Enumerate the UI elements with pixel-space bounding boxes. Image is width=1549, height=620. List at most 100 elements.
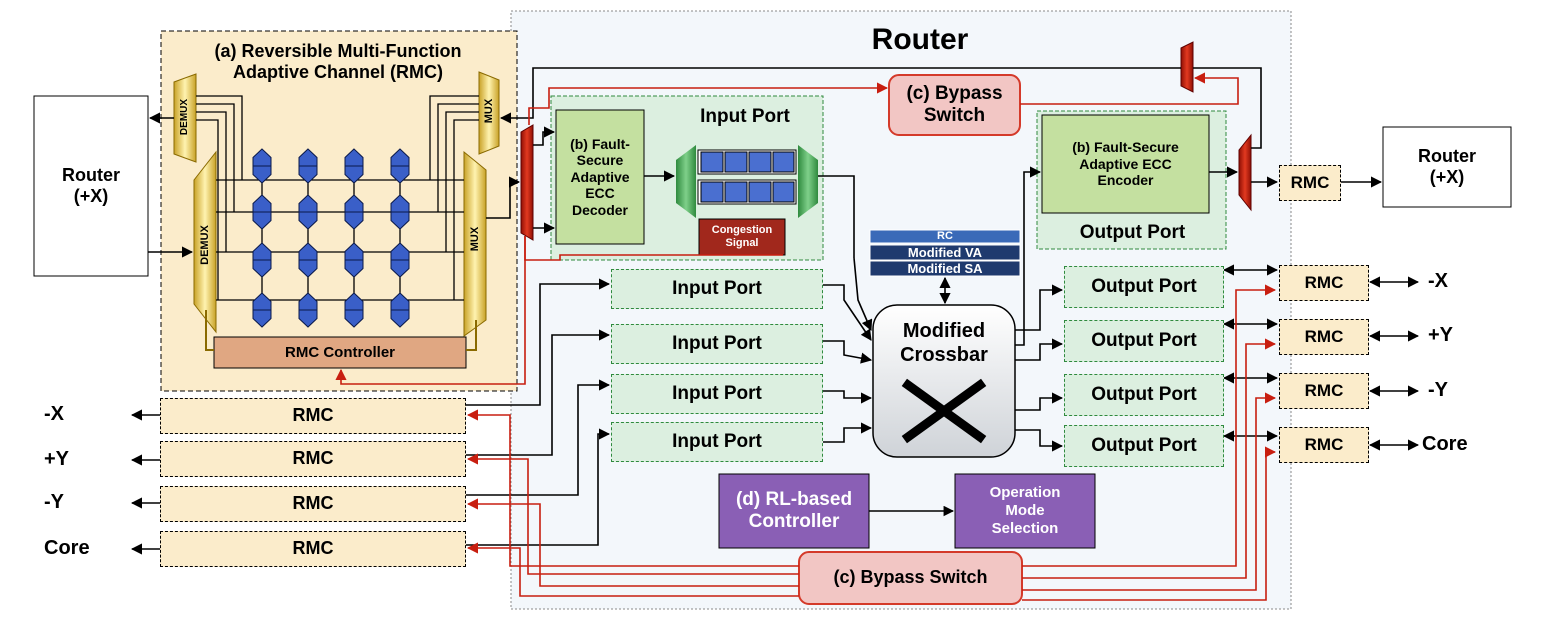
ecc-decoder-box bbox=[555, 109, 645, 245]
router-title: Router bbox=[871, 23, 969, 57]
right-link-minus-y: -Y bbox=[1428, 379, 1448, 402]
right-rmc-1: RMC bbox=[1279, 265, 1369, 301]
bottom-bypass-label: (c) Bypass Switch bbox=[833, 567, 988, 588]
output-red-mux bbox=[1238, 133, 1252, 212]
demux-large bbox=[193, 150, 217, 334]
mux-small-label: MUX bbox=[482, 98, 495, 124]
rc-label: RC bbox=[937, 230, 953, 243]
input-mux-green bbox=[798, 145, 818, 218]
output-port-2: Output Port bbox=[1064, 320, 1224, 362]
right-link-core: Core bbox=[1422, 433, 1468, 456]
controller-feedback-left bbox=[205, 310, 214, 351]
mux-large bbox=[463, 150, 487, 337]
crossbar-line1: Modified bbox=[902, 320, 986, 343]
input-port-1-label: Input Port bbox=[672, 277, 762, 299]
input-port-4-label: Input Port bbox=[672, 430, 762, 452]
rc-bar bbox=[869, 229, 1021, 244]
crossbar-box bbox=[872, 304, 1016, 458]
decoder-line2: Secure bbox=[576, 152, 624, 169]
va-bar bbox=[869, 244, 1021, 261]
right-rmc-top-label: RMC bbox=[1290, 172, 1330, 192]
right-rmc-1-label: RMC bbox=[1304, 272, 1344, 292]
black-wires bbox=[130, 67, 1420, 555]
right-link-minus-x: -X bbox=[1428, 270, 1448, 293]
sa-bar bbox=[869, 260, 1021, 277]
output-port-1: Output Port bbox=[1064, 266, 1224, 308]
right-rmc-4-label: RMC bbox=[1304, 434, 1344, 454]
left-rmc-4: RMC bbox=[160, 531, 466, 567]
congestion-line1: Congestion bbox=[711, 224, 773, 237]
input-port-3: Input Port bbox=[611, 374, 823, 414]
demux-small bbox=[173, 73, 197, 163]
rl-controller-box bbox=[718, 473, 870, 549]
crossbar-label: Modified Crossbar bbox=[873, 316, 1015, 372]
ecc-decoder-label: (b) Fault- Secure Adaptive ECC Decoder bbox=[556, 110, 644, 244]
crossbar-line2: Crossbar bbox=[900, 344, 988, 366]
crossbar-x-symbol bbox=[901, 378, 987, 444]
left-router-label: Router (+X) bbox=[34, 96, 148, 276]
left-router-box bbox=[33, 95, 149, 277]
rl-line2: Controller bbox=[748, 511, 840, 532]
input-port-main-title: Input Port bbox=[700, 105, 790, 127]
left-link-plus-y: +Y bbox=[44, 448, 70, 471]
left-link-core: Core bbox=[44, 537, 90, 560]
sa-label: Modified SA bbox=[907, 260, 983, 276]
decoder-line3: Adaptive bbox=[570, 168, 630, 185]
input-red-mux bbox=[520, 124, 534, 241]
rl-line1: (d) RL-based bbox=[735, 488, 853, 510]
output-port-main-title: Output Port bbox=[1079, 221, 1186, 243]
rmc-controller-label: RMC Controller bbox=[285, 343, 395, 361]
output-port-3: Output Port bbox=[1064, 374, 1224, 416]
op-line3: Selection bbox=[991, 519, 1059, 537]
congestion-line2: Signal bbox=[725, 237, 759, 249]
output-port-4: Output Port bbox=[1064, 425, 1224, 467]
demux-small-label: DEMUX bbox=[179, 98, 191, 136]
top-bypass-label: (c) Bypass Switch bbox=[889, 75, 1020, 135]
right-router-line2: (+X) bbox=[1429, 167, 1465, 187]
top-red-mux bbox=[1180, 41, 1194, 93]
va-label: Modified VA bbox=[907, 244, 983, 260]
output-port-2-label: Output Port bbox=[1091, 329, 1197, 351]
input-port-2-label: Input Port bbox=[672, 332, 762, 354]
left-rmc-2: RMC bbox=[160, 441, 466, 477]
virtual-channel-buffers bbox=[697, 149, 797, 205]
op-line1: Operation bbox=[989, 484, 1061, 502]
decoder-line4: ECC bbox=[585, 185, 615, 202]
input-port-4: Input Port bbox=[611, 422, 823, 462]
red-wires bbox=[335, 72, 1277, 601]
op-line2: Mode bbox=[1005, 502, 1045, 520]
encoder-line1: (b) Fault-Secure bbox=[1072, 139, 1179, 156]
rmc-title-line2: Adaptive Channel (RMC) bbox=[232, 62, 443, 82]
right-router-label: Router (+X) bbox=[1383, 127, 1511, 207]
right-rmc-top: RMC bbox=[1279, 165, 1341, 201]
op-mode-box bbox=[954, 473, 1096, 549]
rmc-panel-title: (a) Reversible Multi-Function Adaptive C… bbox=[170, 36, 506, 88]
right-rmc-3: RMC bbox=[1279, 373, 1369, 409]
mux-small bbox=[478, 71, 500, 155]
input-port-3-label: Input Port bbox=[672, 382, 762, 404]
op-mode-label: Operation Mode Selection bbox=[955, 474, 1095, 548]
right-rmc-2-label: RMC bbox=[1304, 326, 1344, 346]
left-rmc-1-label: RMC bbox=[292, 405, 334, 426]
mux-large-label: MUX bbox=[468, 226, 481, 252]
output-port-1-label: Output Port bbox=[1091, 275, 1197, 297]
congestion-signal-box bbox=[698, 218, 786, 256]
left-link-minus-y: -Y bbox=[44, 491, 64, 514]
left-link-minus-x: -X bbox=[44, 403, 64, 426]
demux-large-label: DEMUX bbox=[198, 225, 211, 265]
ecc-encoder-box bbox=[1041, 114, 1210, 214]
encoder-line2: Adaptive ECC bbox=[1079, 155, 1172, 172]
ecc-encoder-label: (b) Fault-Secure Adaptive ECC Encoder bbox=[1042, 115, 1209, 213]
right-router-box bbox=[1382, 126, 1512, 208]
controller-feedback-right bbox=[466, 320, 477, 351]
input-port-2: Input Port bbox=[611, 324, 823, 364]
encoder-line3: Encoder bbox=[1097, 172, 1154, 189]
right-rmc-4: RMC bbox=[1279, 427, 1369, 463]
top-bypass-line2: Switch bbox=[923, 105, 986, 126]
left-rmc-3: RMC bbox=[160, 486, 466, 522]
right-link-plus-y: +Y bbox=[1428, 324, 1454, 347]
decoder-line1: (b) Fault- bbox=[570, 135, 630, 152]
left-router-line1: Router bbox=[62, 164, 120, 185]
right-rmc-3-label: RMC bbox=[1304, 380, 1344, 400]
